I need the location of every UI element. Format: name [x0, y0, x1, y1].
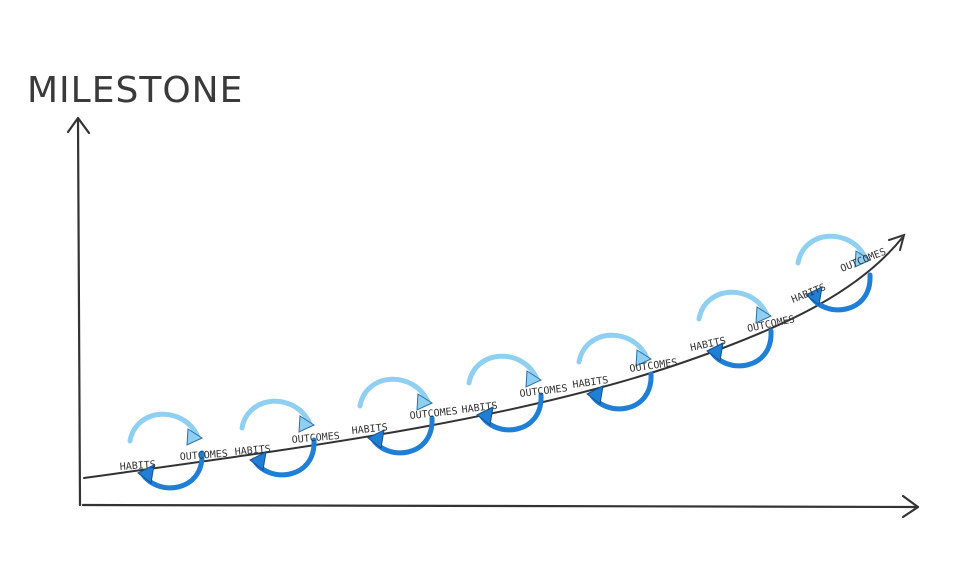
- loop: HABITS OUTCOMES: [119, 411, 228, 491]
- arrowhead-icon: [298, 415, 316, 433]
- y-axis-arrowhead: [66, 116, 91, 135]
- habit-to-outcome-arrow: [795, 233, 869, 266]
- habit-to-outcome-arrow: [357, 376, 431, 409]
- arrowhead-icon: [854, 250, 872, 268]
- loop: HABITS OUTCOMES: [234, 398, 340, 478]
- arrowhead-icon: [706, 342, 724, 362]
- habit-to-outcome-arrow: [576, 332, 650, 365]
- outcomes-label: OUTCOMES: [179, 449, 228, 463]
- arrowhead-icon: [525, 370, 543, 388]
- arrowhead-icon: [186, 428, 204, 446]
- x-axis-arrowhead: [901, 494, 920, 519]
- arrowhead-icon: [137, 464, 155, 484]
- growth-curve-arrowhead: [888, 233, 906, 251]
- outcomes-label: OUTCOMES: [291, 431, 340, 446]
- arrowhead-icon: [586, 385, 604, 405]
- y-axis-title: MILESTONE: [27, 70, 243, 111]
- y-axis: [76, 118, 82, 507]
- arrowhead-icon: [476, 406, 494, 426]
- arrowhead-icon: [805, 286, 823, 306]
- habit-to-outcome-arrow: [466, 353, 540, 386]
- arrowhead-icon: [416, 393, 434, 411]
- habits-label: HABITS: [119, 459, 156, 472]
- arrowhead-icon: [755, 306, 773, 324]
- habit-to-outcome-arrow: [696, 289, 770, 322]
- arrowhead-icon: [635, 349, 653, 367]
- arrowhead-icon: [249, 451, 267, 471]
- habits-label: HABITS: [234, 444, 271, 458]
- habit-to-outcome-arrow: [239, 398, 313, 431]
- habits-label: HABITS: [461, 401, 498, 416]
- outcomes-label: OUTCOMES: [409, 406, 458, 422]
- arrowhead-icon: [367, 429, 385, 449]
- x-axis: [81, 503, 920, 509]
- growth-curve: [83, 237, 903, 479]
- loop: HABITS OUTCOMES: [351, 376, 458, 456]
- habits-label: HABITS: [351, 422, 388, 437]
- habits-label: HABITS: [572, 375, 609, 391]
- habit-to-outcome-arrow: [127, 411, 201, 444]
